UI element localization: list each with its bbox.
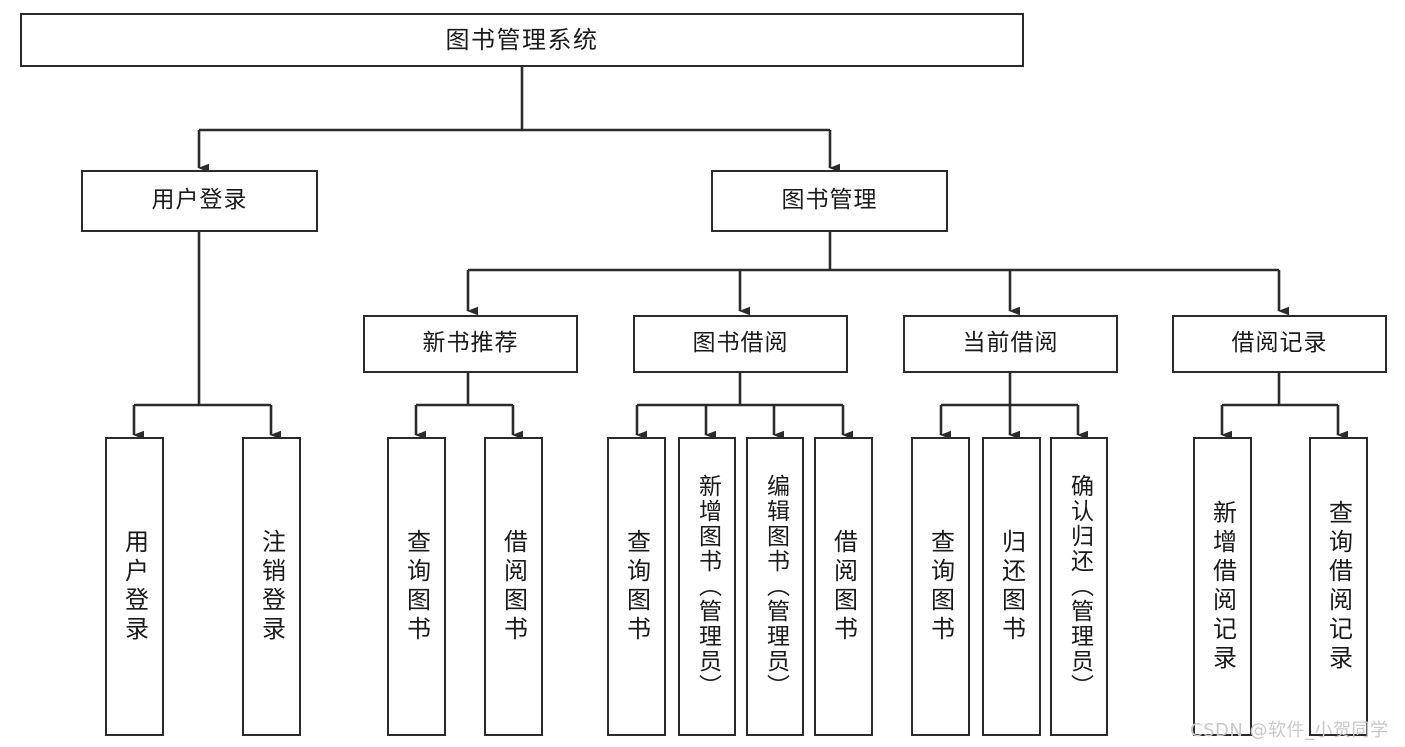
node-label: 图书管理系统: [445, 25, 599, 54]
leaf-query-book-borrow[interactable]: 查询图书: [607, 437, 666, 736]
leaf-query-book-recommend[interactable]: 查询图书: [387, 437, 446, 736]
leaf-add-book-admin[interactable]: 新增图书（管理员）: [678, 437, 736, 736]
leaf-user-login[interactable]: 用户登录: [105, 437, 164, 736]
node-label: 用户登录: [151, 187, 248, 214]
node-borrow-record[interactable]: 借阅记录: [1172, 315, 1387, 373]
leaf-edit-book-admin[interactable]: 编辑图书（管理员）: [746, 437, 804, 736]
node-label: 查询图书: [402, 528, 431, 645]
node-current-borrow[interactable]: 当前借阅: [903, 315, 1118, 373]
leaf-borrow-book-recommend[interactable]: 借阅图书: [484, 437, 543, 736]
node-label: 新增借阅记录: [1208, 499, 1237, 674]
node-root-system[interactable]: 图书管理系统: [20, 13, 1024, 67]
leaf-add-borrow-record[interactable]: 新增借阅记录: [1193, 437, 1252, 736]
node-label: 编辑图书（管理员）: [762, 474, 789, 699]
node-label: 新书推荐: [422, 330, 519, 357]
node-label: 确认归还（管理员）: [1066, 474, 1093, 699]
node-new-book-recommend[interactable]: 新书推荐: [363, 315, 578, 373]
leaf-query-book-current[interactable]: 查询图书: [911, 437, 970, 736]
node-book-borrow[interactable]: 图书借阅: [633, 315, 848, 373]
node-label: 归还图书: [997, 528, 1026, 645]
node-label: 查询图书: [622, 528, 651, 645]
leaf-borrow-book[interactable]: 借阅图书: [814, 437, 873, 736]
node-label: 查询图书: [926, 528, 955, 645]
node-label: 查询借阅记录: [1324, 499, 1353, 674]
node-label: 新增图书（管理员）: [694, 474, 721, 699]
csdn-watermark: CSDN @软件_小贺同学: [1190, 720, 1389, 741]
node-label: 当前借阅: [962, 330, 1059, 357]
node-label: 图书借阅: [692, 330, 789, 357]
leaf-confirm-return-admin[interactable]: 确认归还（管理员）: [1050, 437, 1108, 736]
node-label: 图书管理: [781, 187, 878, 214]
node-label: 借阅记录: [1231, 330, 1328, 357]
node-label: 用户登录: [120, 528, 149, 645]
node-label: 借阅图书: [499, 528, 528, 645]
leaf-return-book[interactable]: 归还图书: [982, 437, 1041, 736]
node-label: 借阅图书: [829, 528, 858, 645]
leaf-query-borrow-record[interactable]: 查询借阅记录: [1309, 437, 1368, 736]
node-label: 注销登录: [257, 528, 286, 645]
node-book-management[interactable]: 图书管理: [711, 170, 948, 232]
node-user-login[interactable]: 用户登录: [81, 170, 318, 232]
leaf-user-logout[interactable]: 注销登录: [242, 437, 301, 736]
